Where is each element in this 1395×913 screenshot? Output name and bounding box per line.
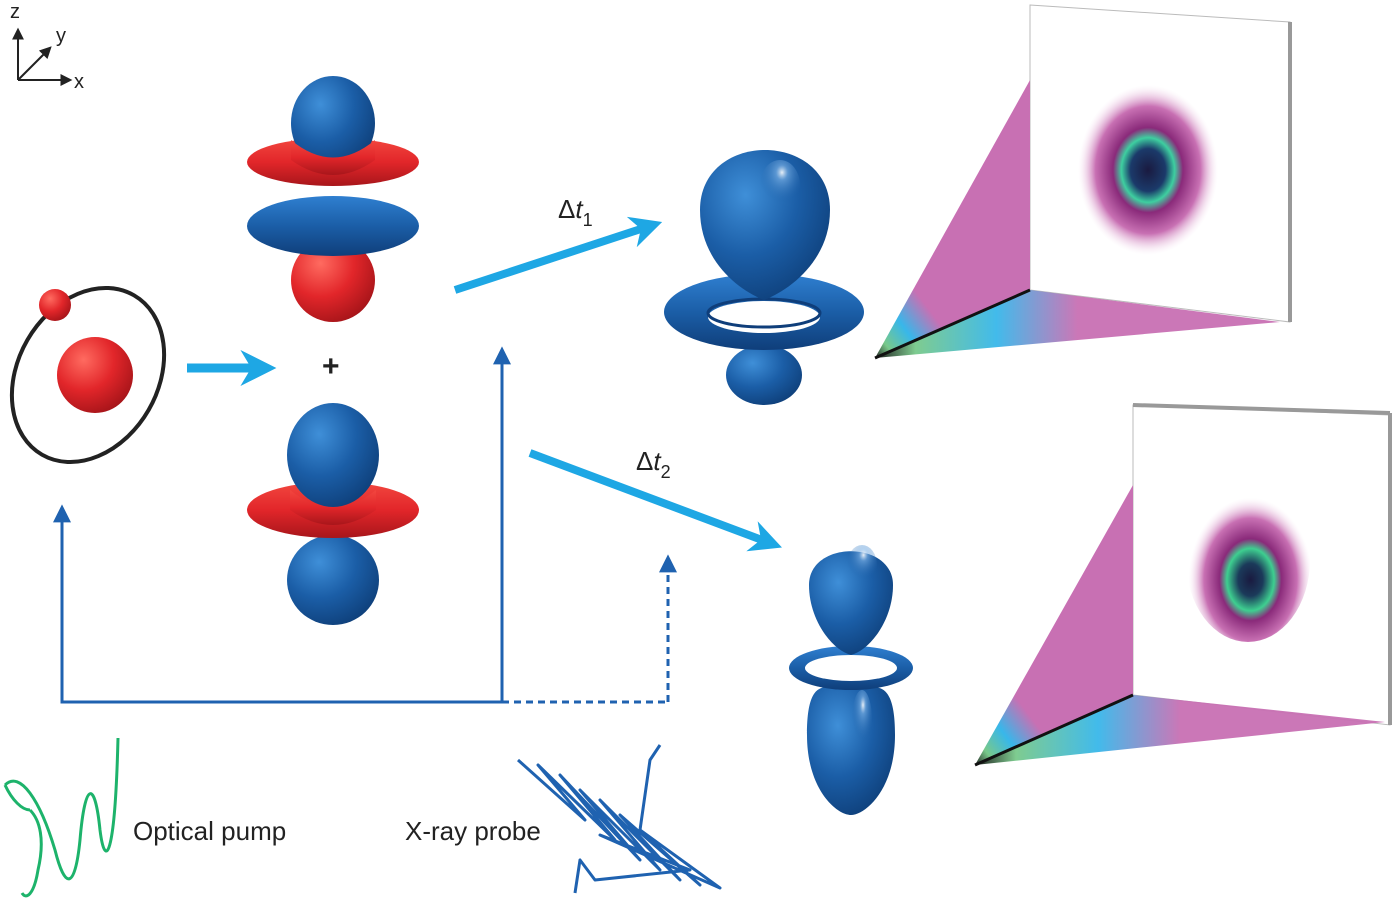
orbital-state-lower — [247, 403, 419, 625]
optical-pump-label: Optical pump — [133, 816, 286, 846]
orbital-evolved-t2 — [789, 545, 913, 815]
diffraction-spot-2 — [1186, 478, 1310, 642]
xray-probe-waveform — [516, 744, 722, 894]
axis-y-label: y — [56, 25, 66, 47]
axis-x-label: x — [74, 71, 84, 93]
nucleus — [57, 337, 133, 413]
diffraction-spot-1 — [1078, 85, 1218, 255]
axis-z-label: z — [10, 1, 20, 23]
timing-lines — [53, 346, 677, 704]
xray-probe-label: X-ray probe — [405, 816, 541, 846]
detector-2 — [974, 403, 1392, 767]
delay-arrow-2 — [528, 449, 782, 552]
orbital-evolved-t1 — [664, 150, 864, 405]
electron-orbit — [9, 285, 167, 465]
plus-sign: + — [322, 350, 340, 383]
atom-diagram — [9, 285, 167, 465]
delay-arrow-1 — [453, 216, 663, 294]
delay-1-label: Δt1 — [558, 194, 593, 230]
optical-pump-waveform — [3, 737, 120, 898]
orbital-state-upper — [247, 76, 419, 322]
delay-2-label: Δt2 — [636, 446, 671, 482]
electron — [39, 289, 71, 321]
coordinate-axes: z y x — [10, 1, 84, 93]
detector-1 — [874, 4, 1292, 360]
